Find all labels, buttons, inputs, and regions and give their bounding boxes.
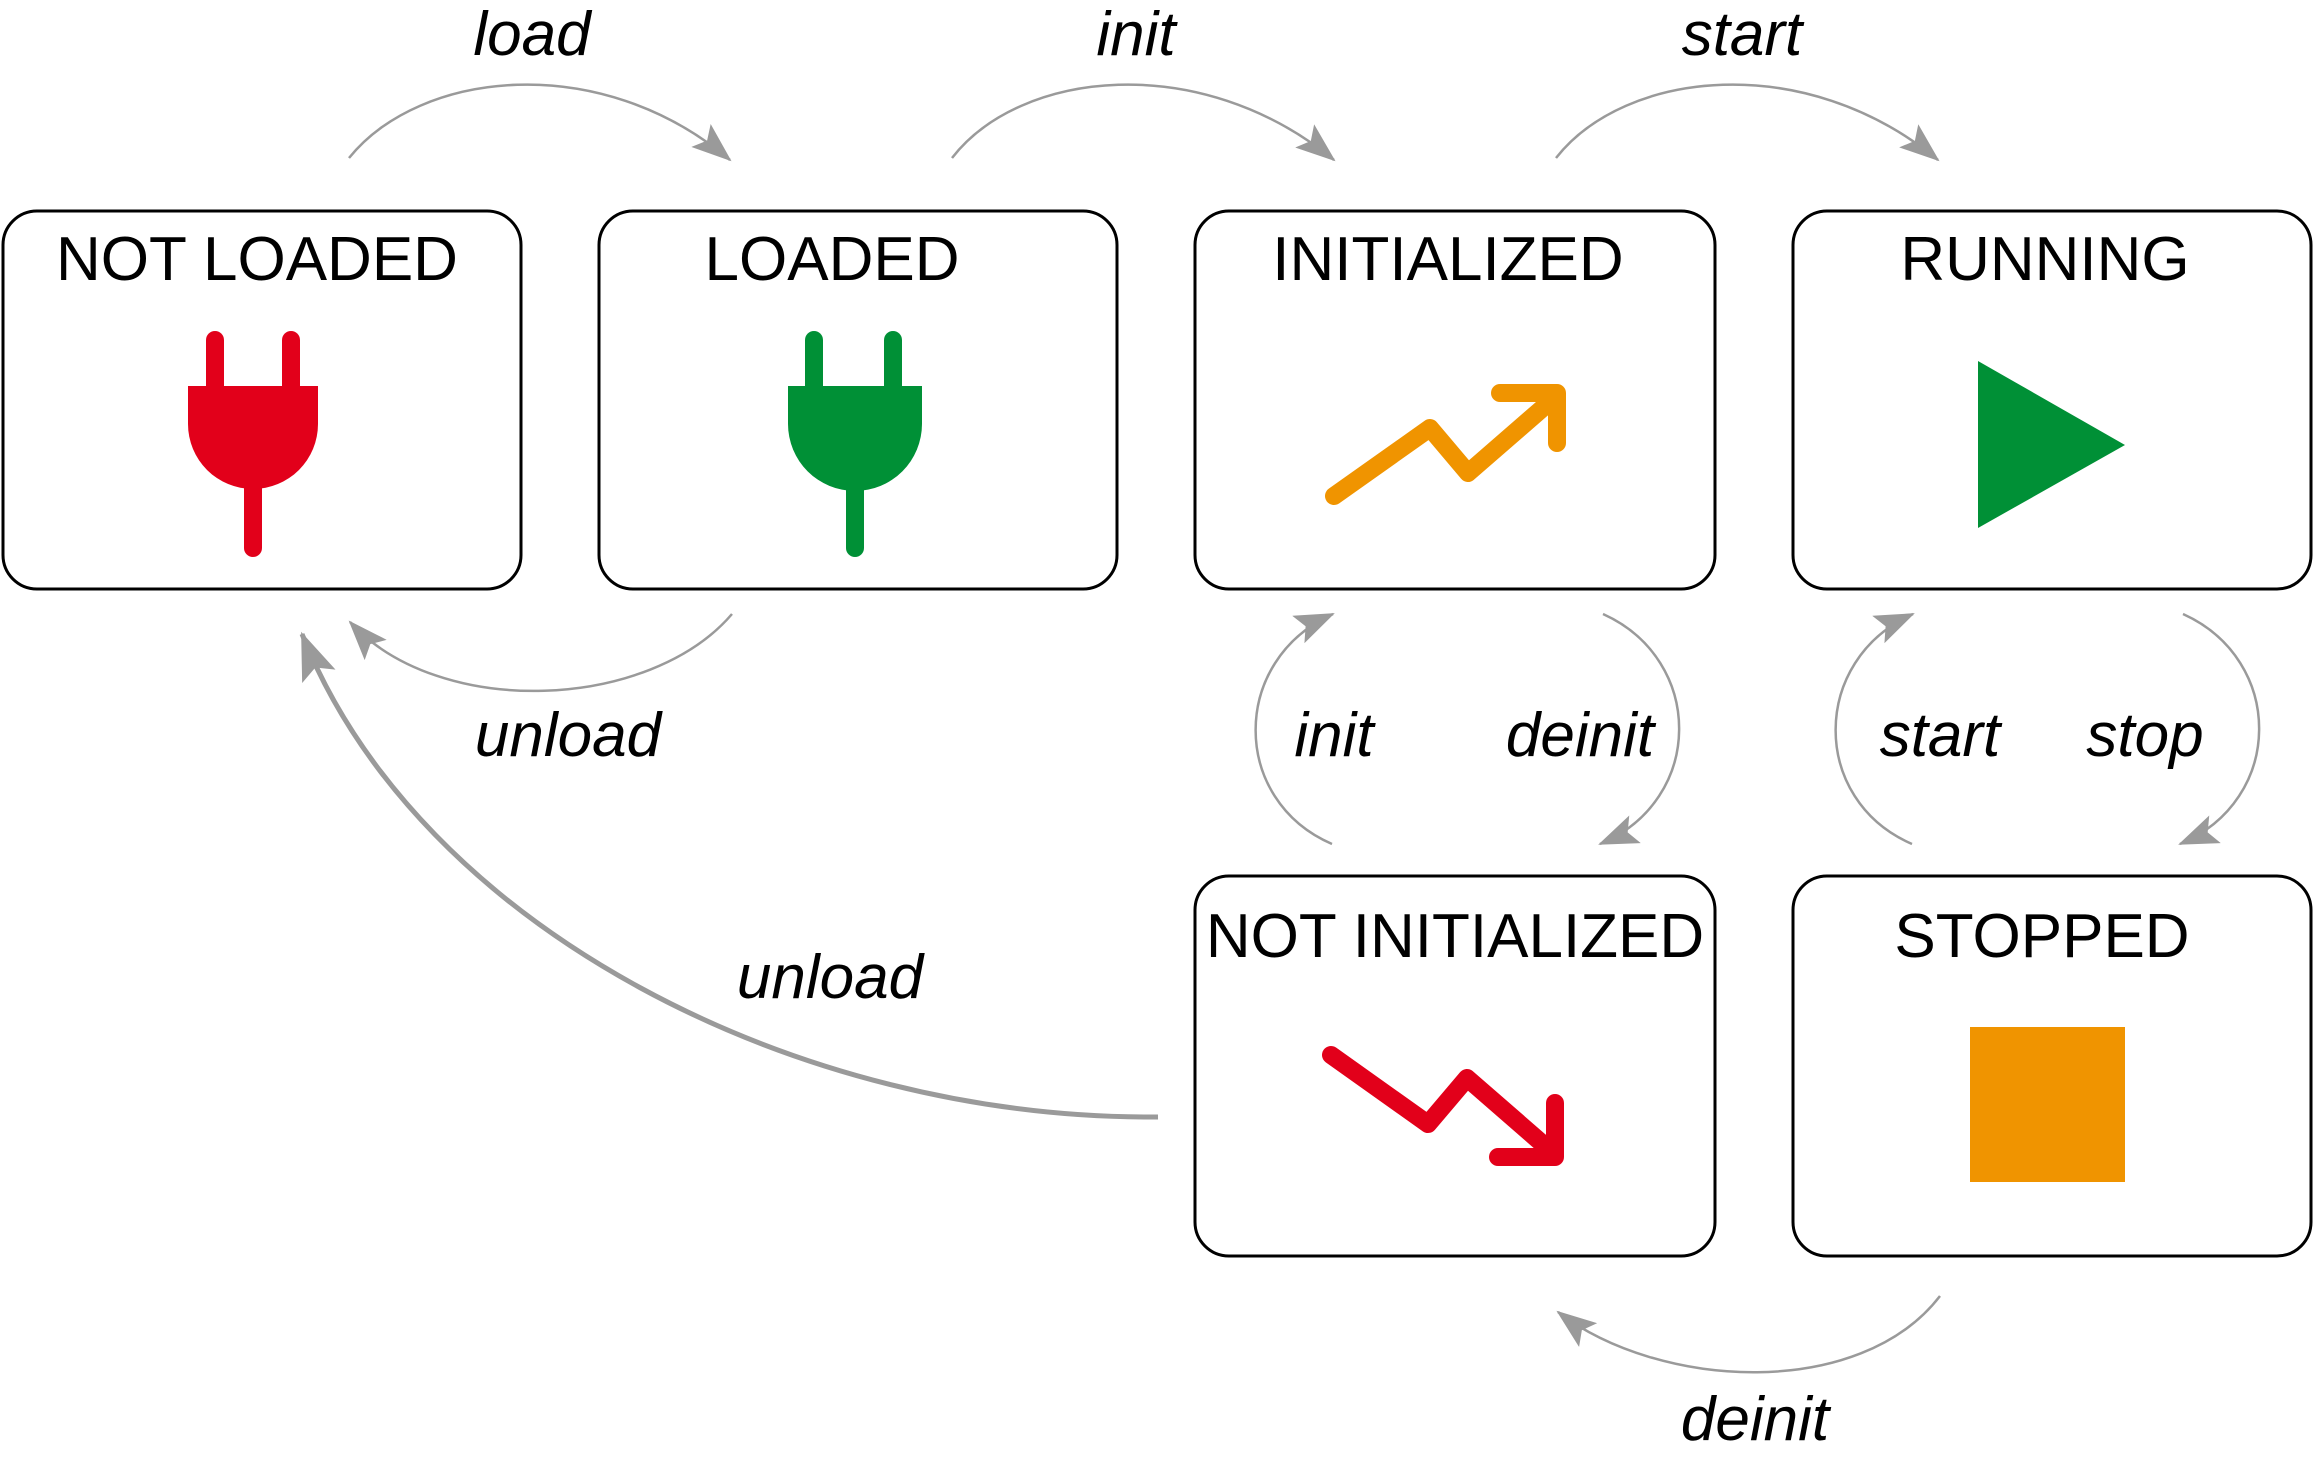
arrow-init-side xyxy=(1254,612,1335,846)
label-init-side: init xyxy=(1294,701,1376,770)
state-stopped: STOPPED xyxy=(1791,874,2313,1258)
trend-up-icon xyxy=(1325,384,1566,505)
state-title-loaded: LOADED xyxy=(705,225,960,294)
trend-down-icon xyxy=(1322,1046,1564,1166)
label-deinit-side: deinit xyxy=(1506,701,1657,770)
label-stop: stop xyxy=(2086,701,2203,770)
label-start-side: start xyxy=(1880,701,2003,770)
arrow-start-top xyxy=(1555,83,1940,162)
plug-icon xyxy=(188,331,318,557)
label-deinit-bottom: deinit xyxy=(1681,1385,1832,1454)
stop-icon xyxy=(1970,1027,2125,1182)
state-title-running: RUNNING xyxy=(1900,225,2189,294)
arrow-unload-loaded xyxy=(348,613,733,693)
state-loaded: LOADED xyxy=(597,209,1119,591)
state-title-initialized: INITIALIZED xyxy=(1272,225,1623,294)
state-running: RUNNING xyxy=(1791,209,2313,591)
state-not-loaded: NOT LOADED xyxy=(1,209,523,591)
label-start-top: start xyxy=(1682,0,1805,69)
state-title-stopped: STOPPED xyxy=(1894,902,2189,971)
arrow-deinit-bottom xyxy=(1556,1295,1941,1374)
arrow-stop xyxy=(2178,612,2261,846)
state-initialized: INITIALIZED xyxy=(1193,209,1717,591)
state-title-not-initialized: NOT INITIALIZED xyxy=(1206,902,1704,971)
arrow-init-top xyxy=(951,83,1336,162)
arrow-start-side xyxy=(1834,612,1915,846)
state-title-not-loaded: NOT LOADED xyxy=(56,225,458,294)
label-init-top: init xyxy=(1096,0,1178,69)
label-unload-long: unload xyxy=(737,943,926,1012)
arrow-deinit-side xyxy=(1598,612,1681,846)
arrow-unload-long xyxy=(299,631,1159,1120)
play-icon xyxy=(1978,361,2125,528)
arrow-load xyxy=(348,83,732,162)
state-not-initialized: NOT INITIALIZED xyxy=(1193,874,1717,1258)
label-load: load xyxy=(473,0,593,69)
label-unload-loaded: unload xyxy=(475,701,664,770)
plug-icon xyxy=(788,331,922,557)
